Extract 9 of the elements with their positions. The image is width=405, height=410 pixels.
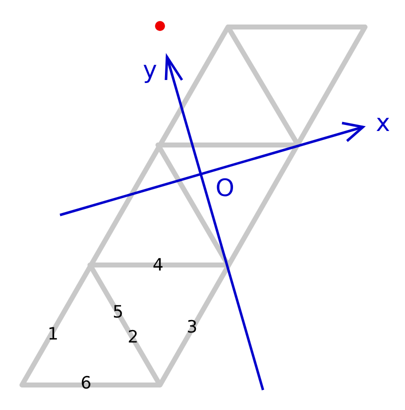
edge-number: 1 [48,326,58,344]
edge-number: 2 [128,330,138,346]
axis-label: x [376,111,390,135]
axis-label: y [142,58,158,82]
edge-number: 4 [152,258,164,274]
edge-number: 5 [112,304,124,322]
origin-label: O [216,176,234,200]
edge-number: 6 [80,376,92,392]
edge-number: 3 [186,320,198,336]
